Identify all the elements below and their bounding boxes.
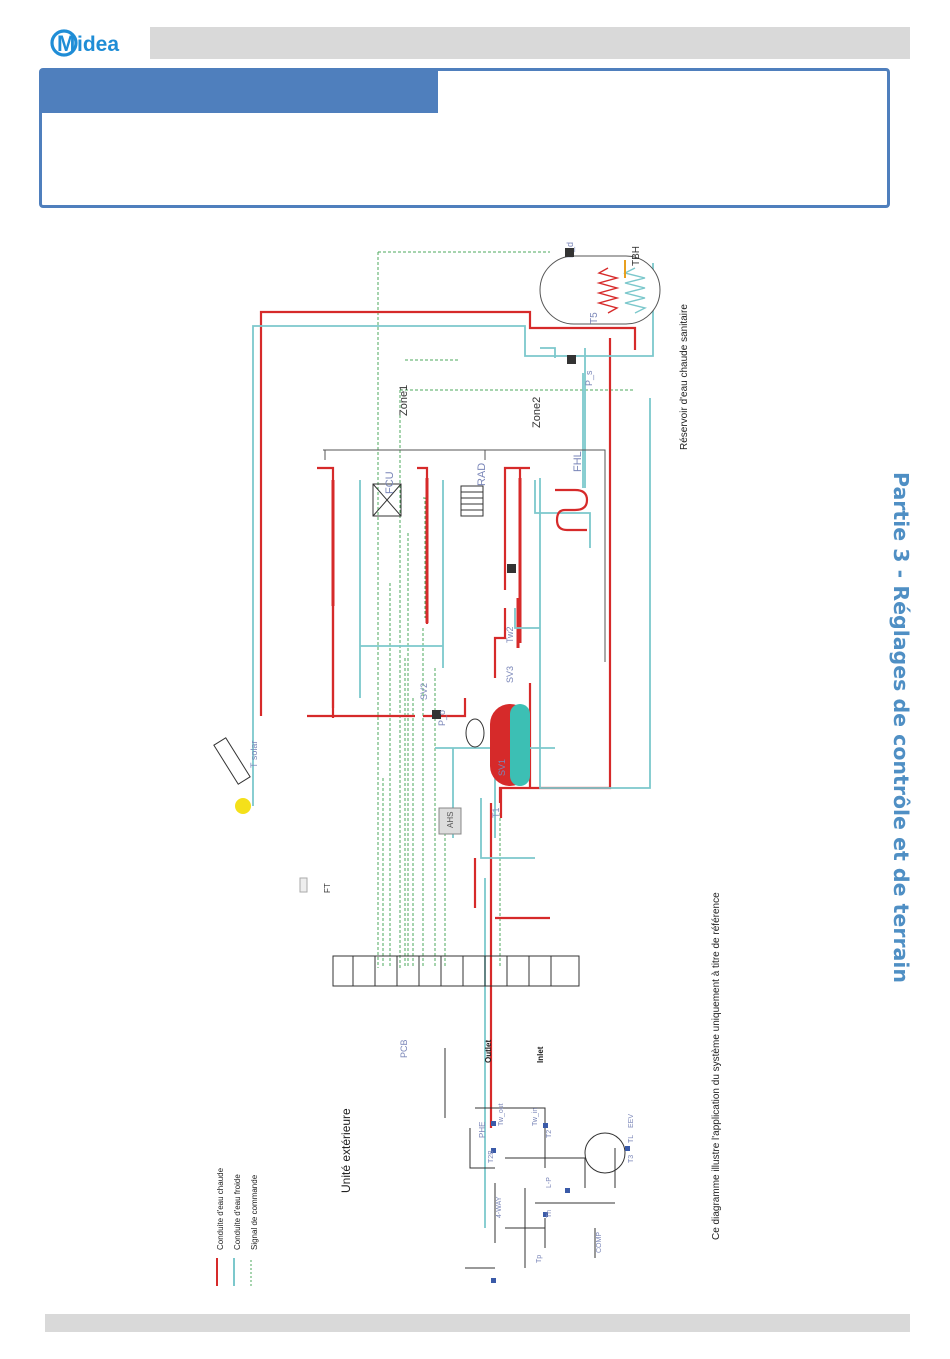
- label-sv2: SV2: [419, 683, 429, 700]
- label-solar: T solar: [249, 741, 259, 768]
- label-phe: PHE: [478, 1122, 487, 1138]
- sensor-markers: [491, 1121, 630, 1283]
- label-t3: T3: [628, 1155, 635, 1163]
- label-dhw-tank: Réservoir d'eau chaude sanitaire: [679, 304, 690, 450]
- fcu-unit: [372, 483, 402, 517]
- solar-panel: [213, 737, 251, 814]
- diagram-caption: Ce diagramme illustre l'application du s…: [711, 892, 722, 1240]
- label-tbh: TBH: [631, 246, 642, 266]
- legend-signal: Signal de commande: [250, 1174, 259, 1250]
- svg-text:M: M: [57, 31, 75, 56]
- legend-hot: Conduite d'eau chaude: [216, 1167, 225, 1250]
- label-tw2: Tw2: [505, 626, 515, 643]
- header-bar: [150, 27, 910, 59]
- pump-icon: [432, 248, 576, 719]
- label-rad: RAD: [476, 463, 488, 486]
- rad-unit: [460, 485, 484, 517]
- label-inlet: Inlet: [536, 1046, 545, 1063]
- footer-bar: [45, 1314, 910, 1332]
- label-tw-out: Tw_out: [498, 1103, 505, 1126]
- zone-brackets: [323, 449, 606, 662]
- label-t5: T5: [589, 312, 600, 324]
- section-box-header: [42, 71, 438, 113]
- label-ft: FT: [323, 883, 332, 893]
- side-title: Partie 3 - Réglages de contrôle et de te…: [889, 210, 945, 983]
- label-t2: T2: [546, 1130, 553, 1138]
- label-outlet: Outlet: [484, 1040, 493, 1063]
- system-diagram: Zone1 Zone2 FCU RAD FHL TBH T5 P_d P_s R…: [213, 242, 722, 1286]
- fhl-coil: [555, 488, 589, 532]
- label-fhl: FHL: [572, 451, 584, 472]
- label-eev: EEV: [628, 1114, 635, 1128]
- label-pcb: PCB: [399, 1039, 409, 1058]
- ft-device: [299, 877, 308, 893]
- label-t2b: T2B: [488, 1150, 495, 1163]
- label-tl: TL: [628, 1135, 635, 1143]
- dhw-tank: [539, 255, 661, 325]
- label-po: P_o: [437, 710, 447, 726]
- side-title-text: Partie 3 - Réglages de contrôle et de te…: [889, 472, 913, 984]
- label-tp: Tp: [536, 1255, 543, 1263]
- label-sv1: SV1: [497, 759, 507, 776]
- tank-coil: [596, 267, 620, 314]
- label-sv3: SV3: [505, 666, 515, 683]
- section-box: [39, 68, 890, 208]
- midea-logo: M idea: [50, 29, 119, 57]
- hot-pipes: [259, 310, 637, 1128]
- label-lp: L-P: [546, 1177, 553, 1188]
- label-comp: COMP: [596, 1232, 603, 1253]
- hot-pipes-bold: [331, 478, 522, 648]
- label-at: 4-WAY: [496, 1196, 503, 1218]
- cold-pipes: [252, 263, 654, 1228]
- signal-lines: [377, 251, 635, 968]
- expansion-vessel: [465, 718, 485, 748]
- label-fcu: FCU: [384, 471, 396, 494]
- terminal-block: [332, 955, 580, 987]
- label-tw-in: Tw_in: [532, 1108, 539, 1126]
- label-t1: T1: [491, 807, 501, 818]
- ahs-unit: [438, 807, 462, 835]
- label-th: Th: [546, 1210, 553, 1218]
- outdoor-unit-internals: [465, 1107, 626, 1269]
- label-zone1: Zone1: [398, 385, 410, 416]
- legend-cold: Conduite d'eau froide: [233, 1174, 242, 1250]
- svg-text:idea: idea: [77, 33, 119, 56]
- label-ps: P_s: [584, 370, 594, 386]
- label-zone2: Zone2: [531, 397, 543, 428]
- label-ahs: AHS: [446, 812, 455, 828]
- label-outdoor-unit: Unité extérieure: [339, 1108, 353, 1193]
- legend: [216, 1258, 252, 1286]
